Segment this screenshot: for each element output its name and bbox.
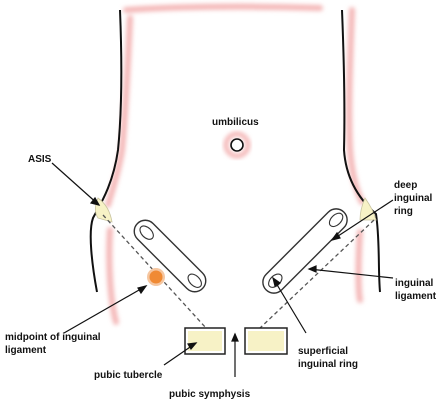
right-pubic-bone-shading: [248, 331, 284, 351]
midpoint-marker: [149, 270, 163, 284]
deep-ring-arrowhead: [330, 231, 341, 241]
pubic-symphysis-arrowhead: [231, 332, 239, 342]
asis-arrowhead: [89, 196, 101, 206]
superficial-ring-leader: [272, 277, 307, 334]
superficial-ring-label-line1: superficial: [298, 346, 348, 357]
left-thigh-glow: [106, 227, 119, 325]
asis-label: ASIS: [28, 154, 52, 165]
inguinal-ligament-label-line2: ligament: [395, 291, 437, 302]
left-pubic-bone-shading: [188, 331, 222, 351]
pubic-symphysis-label: pubic symphysis: [169, 389, 251, 400]
right-thigh-glow: [355, 229, 363, 303]
midpoint-label-line2: ligament: [5, 345, 47, 356]
superficial-ring-label-line2: inguinal ring: [298, 359, 358, 370]
right-cord-capsule: [262, 208, 348, 294]
umbilicus-glow: [223, 131, 251, 159]
deep-ring-leader: [331, 199, 394, 241]
umbilicus-circle: [230, 138, 244, 152]
deep-ring-label-line3: ring: [394, 206, 413, 217]
deep-ring-label-line2: inguinal: [394, 193, 433, 204]
midpoint-arrowhead: [137, 285, 148, 295]
right-asis-patch: [359, 197, 377, 221]
inguinal-ligament-leader: [308, 268, 394, 279]
leader-lines: [51, 162, 394, 377]
right-flank-glow: [346, 7, 365, 205]
right-deep-ring-ellipse: [328, 212, 344, 228]
top-edge-glow: [123, 3, 323, 13]
inguinal-ligament-label-line1: inguinal: [395, 278, 434, 289]
asis-leader: [51, 162, 100, 206]
skin-glow: [105, 3, 365, 325]
umbilicus-label: umbilicus: [212, 117, 259, 128]
inguinal-ligament-arrowhead: [307, 265, 317, 273]
left-flank-glow: [105, 15, 133, 208]
left-body-outline: [89, 9, 123, 293]
midpoint-leader: [63, 285, 147, 334]
pubic-tubercle-arrowhead: [187, 342, 198, 351]
left-spermatic-cord: [133, 219, 207, 293]
pubic-tubercle-label: pubic tubercle: [94, 370, 163, 381]
left-deep-ring-ellipse: [139, 225, 154, 240]
right-inguinal-ligament: [259, 219, 375, 329]
midpoint-label-line1: midpoint of inguinal: [5, 332, 101, 343]
left-superficial-ring-ellipse: [187, 273, 202, 288]
right-spermatic-cord: [262, 208, 348, 294]
right-body-outline: [341, 9, 381, 293]
deep-ring-label-line1: deep: [394, 180, 417, 191]
inguinal-ligaments: [102, 214, 375, 329]
body-outline: [89, 9, 381, 293]
superficial-ring-arrowhead: [272, 276, 282, 287]
left-inguinal-ligament: [102, 214, 207, 329]
